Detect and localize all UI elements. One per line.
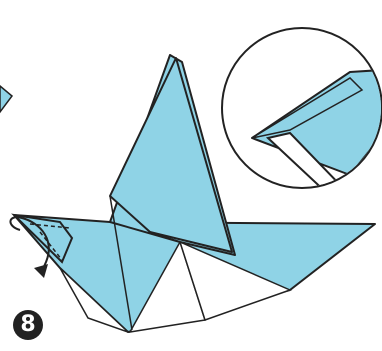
previous-step-arrow [0,86,12,112]
detail-circle [222,28,382,196]
fold-arrow-head [34,264,48,278]
step-number-badge: 8 [13,310,43,340]
